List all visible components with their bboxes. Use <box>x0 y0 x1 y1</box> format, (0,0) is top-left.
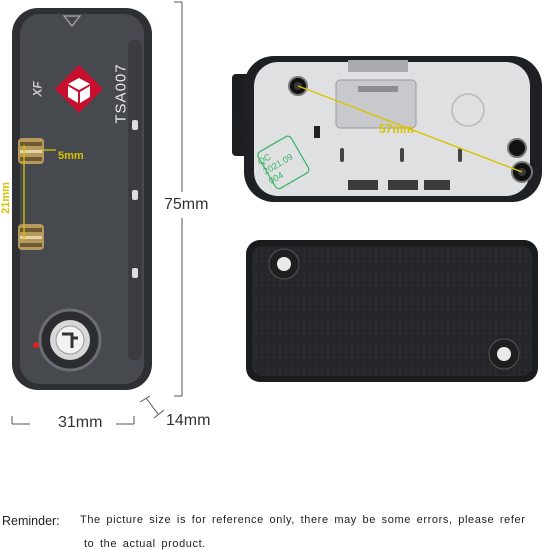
screw-hole-left <box>507 138 527 158</box>
serial-label: TSA15023 <box>234 115 244 154</box>
hole-span-label: 57mm <box>379 122 414 136</box>
lock-back-view <box>232 56 542 202</box>
lock-front-view <box>11 1 220 425</box>
tsa-keyhole[interactable] <box>38 308 102 372</box>
dial-wheel-2[interactable] <box>18 224 44 250</box>
height-label: 75mm <box>164 196 209 213</box>
hole-span-line <box>297 85 523 173</box>
reminder-label: Reminder: <box>2 514 60 528</box>
model-label-wrap: TSA007 <box>110 55 132 135</box>
depth-dimension-line <box>145 397 159 415</box>
cover-leather-texture <box>252 246 532 376</box>
depth-label: 14mm <box>166 412 211 429</box>
brand-label: XF <box>30 81 45 97</box>
model-label: TSA007 <box>112 63 130 124</box>
width-label: 31mm <box>58 414 103 431</box>
back-slot <box>314 126 320 138</box>
dial-slot <box>132 268 138 278</box>
triangle-down-icon <box>62 15 82 27</box>
qc-stamp <box>257 135 310 190</box>
back-cover-plate <box>246 240 538 382</box>
dial-slot <box>132 120 138 130</box>
dial-slot <box>132 190 138 200</box>
reminder-line-1: The picture size is for reference only, … <box>80 514 526 526</box>
tsa-red-diamond-icon <box>54 64 104 114</box>
dial-wheel-1[interactable] <box>18 138 44 164</box>
wheel-span-label: 21mm <box>0 182 12 214</box>
lock-body-face <box>20 14 144 384</box>
indicator-dot <box>33 342 39 348</box>
wheel-gap-label: 5mm <box>58 150 84 162</box>
reminder-line-2: to the actual product. <box>84 538 206 550</box>
embossed-logo <box>451 93 485 127</box>
